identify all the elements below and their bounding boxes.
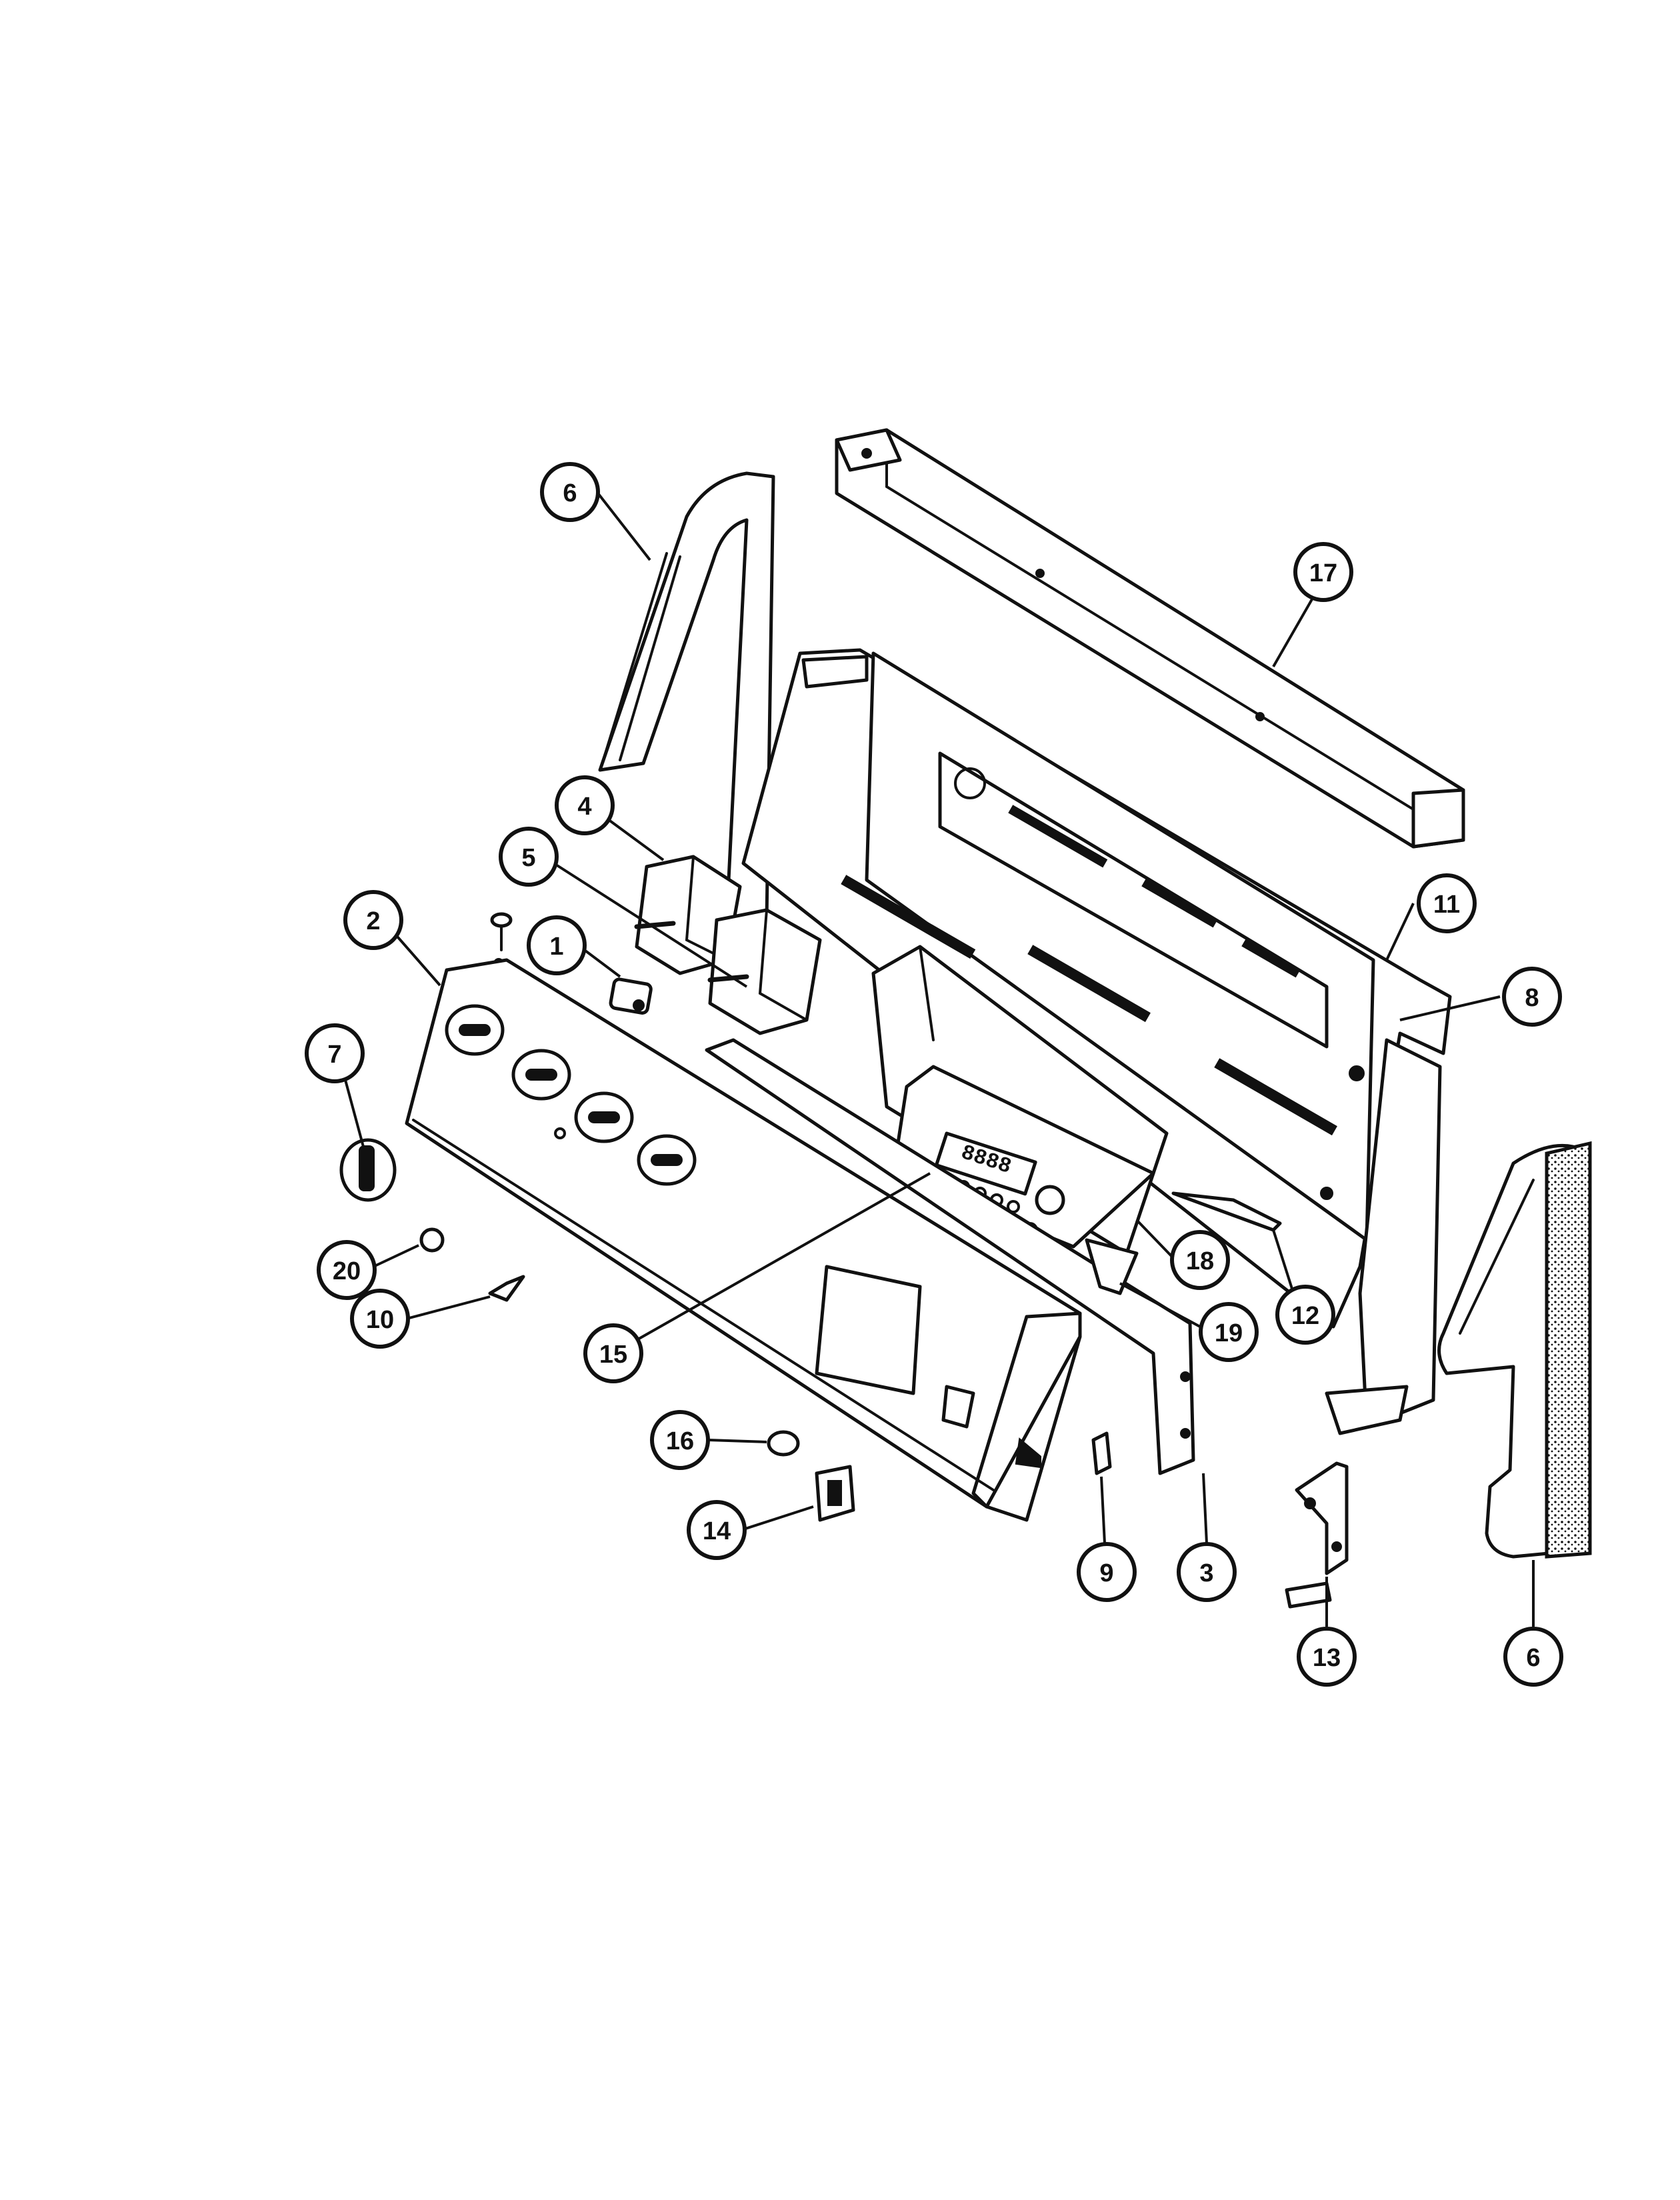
top-rail-part [835,428,1465,849]
callout-label: 10 [366,1306,394,1334]
callout-label: 8 [1525,984,1539,1012]
callout-label: 9 [1099,1559,1113,1587]
backguard-frame-part [741,648,1452,1435]
callout-8: 8 [1502,967,1562,1027]
right-side-trim-part [1437,1141,1592,1559]
callout-label: 15 [599,1341,627,1369]
callout-label: 18 [1186,1247,1214,1275]
lower-trim-strip-part [705,1038,1195,1475]
panel-screw-part [488,1275,525,1302]
leader-lines [344,492,1535,1627]
mounting-bracket-part [1285,1461,1349,1609]
callout-label: 14 [703,1517,731,1545]
callout-label: 20 [333,1257,361,1285]
infinite-switch-part-5 [707,908,822,1035]
callout-11: 11 [1417,873,1477,933]
callout-9: 9 [1077,1542,1137,1602]
callout-label: 13 [1313,1644,1341,1672]
callout-2: 2 [343,890,403,950]
callout-label: 12 [1291,1302,1319,1330]
selector-knob-part [767,1430,800,1457]
callout-label: 1 [549,933,563,961]
callout-5: 5 [499,827,559,887]
callout-17: 17 [1293,542,1353,602]
control-panel-part [405,958,1082,1522]
control-knob-part [339,1138,397,1202]
clock-timer-part: 8888 [891,1065,1155,1249]
callout-10: 10 [350,1289,410,1349]
callout-label: 2 [366,907,380,935]
callout-19: 19 [1199,1302,1259,1362]
callout-1: 1 [527,915,587,975]
callout-label: 6 [563,479,577,507]
callout-20: 20 [317,1240,377,1300]
callout-7: 7 [305,1023,365,1083]
callout-label: 7 [327,1041,341,1069]
indicator-light-part [609,977,653,1015]
rocker-switch-part [815,1465,855,1522]
callout-15: 15 [583,1323,643,1383]
callout-14: 14 [687,1500,747,1560]
callout-label: 5 [521,844,535,872]
callout-16: 16 [650,1410,710,1470]
callout-label: 11 [1433,891,1460,919]
callout-13: 13 [1297,1627,1357,1687]
small-clip-part [1091,1431,1112,1475]
callout-6-top: 6 [540,462,600,522]
callout-label: 4 [577,793,591,821]
callout-12: 12 [1275,1285,1335,1345]
callout-label: 3 [1199,1559,1213,1587]
callout-label: 6 [1526,1644,1540,1672]
filler-strip-part [1171,1191,1282,1232]
callout-4: 4 [555,775,615,835]
callout-6-bottom: 6 [1503,1627,1563,1687]
callout-label: 16 [666,1427,694,1455]
callout-label: 19 [1215,1319,1243,1347]
knob-insert-part [419,1227,445,1253]
support-clip-part [1085,1238,1139,1295]
callout-3: 3 [1177,1542,1237,1602]
callout-label: 17 [1309,559,1337,587]
callout-18: 18 [1170,1230,1230,1290]
